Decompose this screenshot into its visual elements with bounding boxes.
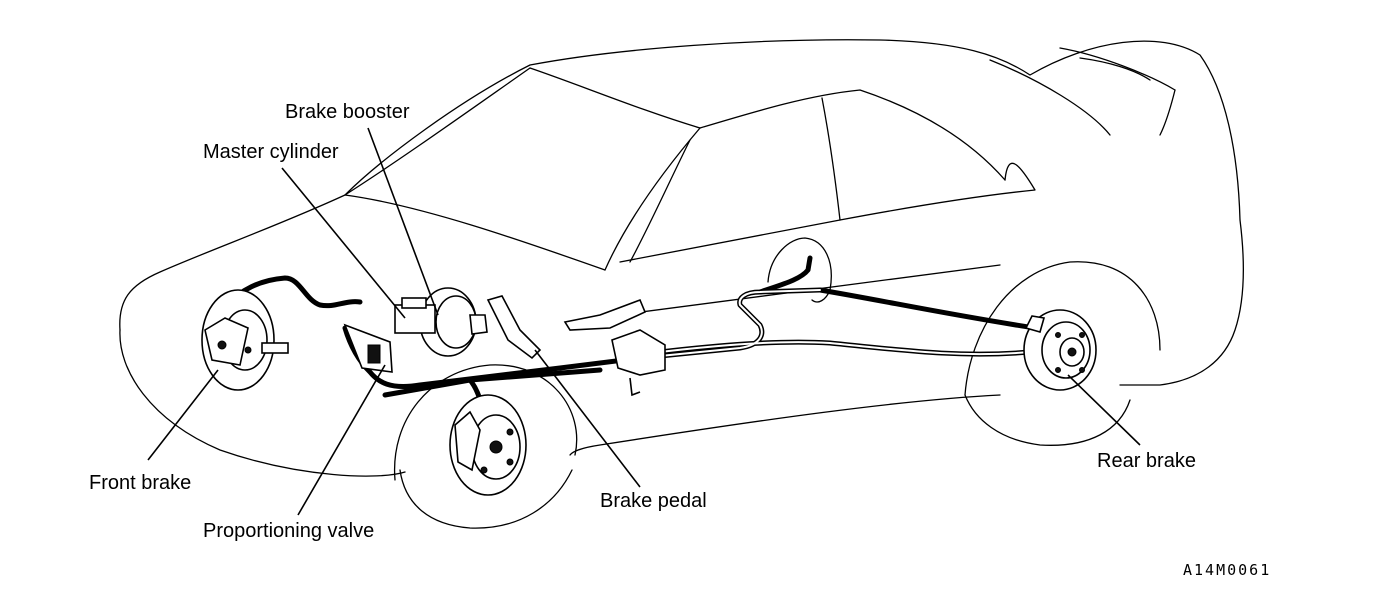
label-brake-pedal: Brake pedal — [600, 490, 707, 512]
rear-brake-assembly — [1024, 310, 1096, 390]
brake-pedal-assembly — [488, 296, 665, 395]
label-front-brake: Front brake — [89, 472, 191, 494]
label-rear-brake: Rear brake — [1097, 450, 1196, 472]
label-brake-booster: Brake booster — [285, 101, 410, 123]
label-master-cylinder: Master cylinder — [203, 141, 339, 163]
master-cylinder-booster — [395, 288, 487, 356]
figure-code: A14M0061 — [1183, 561, 1271, 579]
leader-proportioning-valve — [298, 365, 385, 515]
label-proportioning-valve: Proportioning valve — [203, 520, 374, 542]
front-right-brake-assembly — [450, 395, 526, 495]
leader-front-brake — [148, 370, 218, 460]
leader-master-cylinder — [282, 168, 405, 318]
